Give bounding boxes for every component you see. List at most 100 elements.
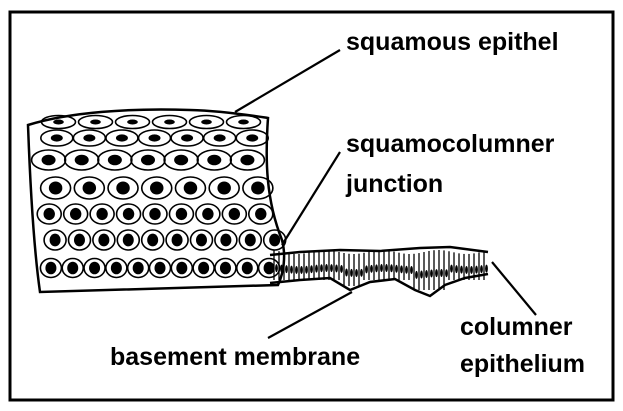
columnar-nucleus xyxy=(450,265,453,273)
leader-junction xyxy=(282,152,340,245)
cell-nucleus xyxy=(154,262,165,275)
leader-columnar xyxy=(492,262,536,315)
columnar-nucleus xyxy=(485,265,488,273)
cell-nucleus xyxy=(202,208,213,220)
cell-nucleus xyxy=(172,234,183,247)
leader-basement xyxy=(268,292,352,338)
cell-nucleus xyxy=(217,182,231,195)
columnar-nucleus xyxy=(310,265,313,273)
cell-nucleus xyxy=(45,262,56,275)
columnar-nucleus xyxy=(390,264,393,272)
label-squamocolumnar-junction-line2: junction xyxy=(346,172,443,197)
cell-nucleus xyxy=(181,134,193,141)
cell-nucleus xyxy=(198,262,209,275)
columnar-nucleus xyxy=(360,269,363,277)
cell-nucleus xyxy=(96,208,107,220)
label-columnar-epithelium-line2: epithelium xyxy=(460,352,585,377)
cell-nucleus xyxy=(255,208,266,220)
label-columnar-epithelium-line1: columner xyxy=(460,315,573,340)
cell-nucleus xyxy=(201,120,212,125)
label-squamous-epithelium: squamous epithel xyxy=(346,30,559,55)
cell-nucleus xyxy=(123,208,134,220)
cell-nucleus xyxy=(251,182,265,195)
columnar-nucleus xyxy=(480,265,483,273)
columnar-nucleus xyxy=(385,264,388,272)
columnar-nucleus xyxy=(475,266,478,274)
columnar-nucleus xyxy=(420,271,423,279)
cell-nucleus xyxy=(149,208,160,220)
columnar-nucleus xyxy=(350,269,353,277)
cell-nucleus xyxy=(49,182,63,195)
cell-nucleus xyxy=(196,234,207,247)
cell-nucleus xyxy=(229,208,240,220)
cell-nucleus xyxy=(90,120,101,125)
columnar-nucleus xyxy=(295,266,298,274)
cell-nucleus xyxy=(51,134,63,141)
cell-nucleus xyxy=(141,155,155,166)
columnar-nucleus xyxy=(400,265,403,273)
columnar-nucleus xyxy=(330,264,333,272)
cell-nucleus xyxy=(75,155,89,166)
columnar-nucleus xyxy=(285,265,288,273)
columnar-nucleus xyxy=(460,266,463,274)
cell-nucleus xyxy=(44,208,55,220)
leader-squamous xyxy=(235,50,340,112)
columnar-nucleus xyxy=(325,264,328,272)
columnar-nucleus xyxy=(305,266,308,274)
cell-nucleus xyxy=(116,134,128,141)
columnar-nucleus xyxy=(405,266,408,274)
cell-nucleus xyxy=(150,182,164,195)
cell-nucleus xyxy=(42,155,56,166)
squamous-cells xyxy=(32,116,286,278)
cell-nucleus xyxy=(111,262,122,275)
cell-nucleus xyxy=(176,262,187,275)
columnar-nucleus xyxy=(315,265,318,273)
cell-nucleus xyxy=(242,262,253,275)
columnar-nucleus xyxy=(290,266,293,274)
label-squamocolumnar-junction-line1: squamocolumner xyxy=(346,132,554,157)
cell-nucleus xyxy=(127,120,138,125)
cell-nucleus xyxy=(245,234,256,247)
columnar-nucleus xyxy=(425,270,428,278)
columnar-nucleus xyxy=(410,266,413,274)
cell-nucleus xyxy=(74,234,85,247)
columnar-nucleus xyxy=(415,271,418,279)
columnar-cells xyxy=(274,250,488,290)
columnar-nucleus xyxy=(340,265,343,273)
columnar-nucleus xyxy=(370,265,373,273)
cell-nucleus xyxy=(214,134,226,141)
cell-nucleus xyxy=(238,120,249,125)
columnar-nucleus xyxy=(280,265,283,273)
columnar-nucleus xyxy=(375,264,378,272)
cell-nucleus xyxy=(207,155,221,166)
cell-nucleus xyxy=(83,182,97,195)
columnar-nucleus xyxy=(380,264,383,272)
cell-nucleus xyxy=(53,120,64,125)
cell-nucleus xyxy=(220,234,231,247)
cell-nucleus xyxy=(164,120,175,125)
cell-nucleus xyxy=(89,262,100,275)
columnar-nucleus xyxy=(470,266,473,274)
cell-nucleus xyxy=(123,234,134,247)
cell-nucleus xyxy=(184,182,198,195)
columnar-nucleus xyxy=(440,269,443,277)
cell-nucleus xyxy=(220,262,231,275)
columnar-nucleus xyxy=(355,269,358,277)
cell-nucleus xyxy=(50,234,61,247)
label-basement-membrane: basement membrane xyxy=(110,345,360,370)
cell-nucleus xyxy=(83,134,95,141)
columnar-nucleus xyxy=(320,264,323,272)
cell-nucleus xyxy=(67,262,78,275)
cell-nucleus xyxy=(264,262,275,275)
columnar-nucleus xyxy=(430,269,433,277)
columnar-nucleus xyxy=(300,266,303,274)
cell-nucleus xyxy=(108,155,122,166)
columnar-nucleus xyxy=(465,266,468,274)
columnar-nucleus xyxy=(435,269,438,277)
columnar-nucleus xyxy=(455,265,458,273)
columnar-nucleus xyxy=(365,265,368,273)
cell-nucleus xyxy=(70,208,81,220)
cell-nucleus xyxy=(116,182,129,195)
columnar-nucleus xyxy=(395,265,398,273)
